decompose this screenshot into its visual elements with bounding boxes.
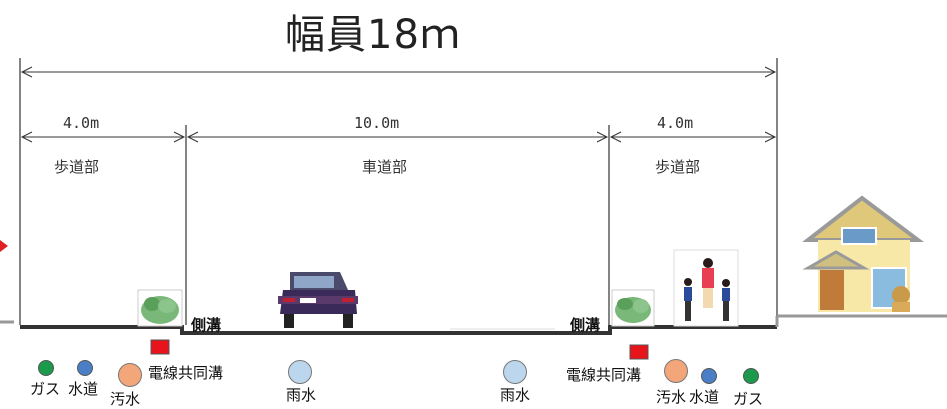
left-gutter-label: 側溝	[191, 316, 222, 334]
left-sewage-pipe-icon	[118, 363, 142, 387]
right-water-pipe-icon	[701, 368, 717, 384]
left-gas-label: ガス	[30, 380, 61, 398]
left-water-label: 水道	[68, 380, 99, 398]
right-cable-conduit-icon	[629, 344, 649, 360]
left-cable-label: 電線共同溝	[148, 364, 224, 382]
roadway-label: 車道部	[362, 158, 408, 176]
right-cable-label: 電線共同溝	[566, 366, 642, 384]
left-sidewalk-width: 4.0m	[63, 114, 100, 132]
left-rainwater-pipe-icon	[288, 360, 312, 384]
roadway-arrow	[186, 131, 609, 143]
right-sidewalk-arrow	[609, 131, 777, 143]
left-cable-conduit-icon	[150, 339, 170, 355]
left-rainwater-label: 雨水	[286, 386, 317, 404]
left-shrub-icon	[137, 289, 183, 327]
left-gas-pipe-icon	[38, 360, 54, 376]
left-sidewalk-arrow	[20, 131, 186, 143]
right-gas-label: ガス	[733, 390, 764, 408]
right-rainwater-label: 雨水	[500, 386, 531, 404]
red-arrow-icon	[0, 240, 8, 252]
roadway-width: 10.0m	[354, 114, 400, 132]
right-sidewalk-label: 歩道部	[655, 158, 701, 176]
right-rainwater-pipe-icon	[503, 360, 527, 384]
right-sewage-label: 汚水	[656, 388, 687, 406]
right-shrub-icon	[611, 289, 655, 327]
right-sidewalk-width: 4.0m	[657, 114, 694, 132]
road-width-title: 幅員18ｍ	[285, 12, 461, 58]
left-water-pipe-icon	[77, 360, 93, 376]
road-surface-profile	[0, 314, 947, 335]
right-water-label: 水道	[689, 388, 720, 406]
house-icon	[802, 195, 924, 312]
right-gutter-label: 側溝	[570, 316, 601, 334]
pedestrians-icon	[673, 249, 739, 327]
right-sewage-pipe-icon	[664, 359, 688, 383]
right-gas-pipe-icon	[743, 368, 759, 384]
left-sewage-label: 汚水	[110, 390, 141, 408]
car-icon	[278, 272, 358, 328]
left-sidewalk-label: 歩道部	[54, 158, 100, 176]
